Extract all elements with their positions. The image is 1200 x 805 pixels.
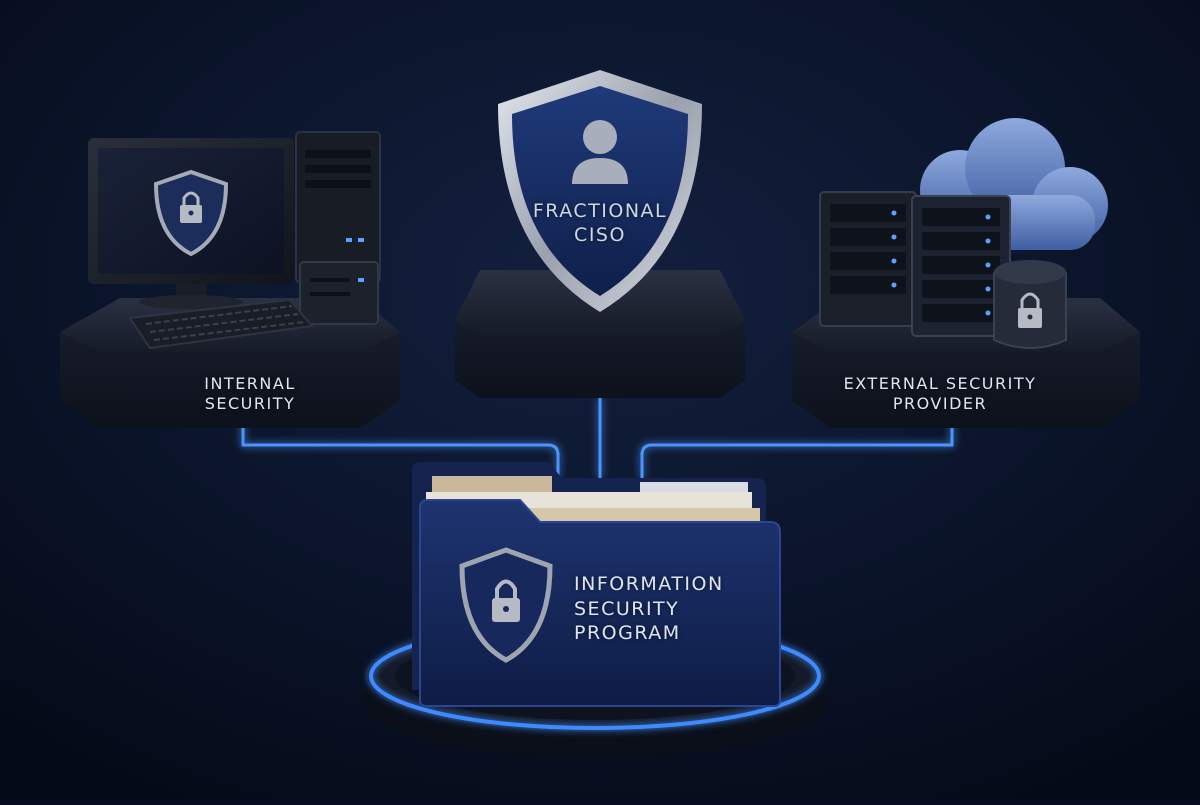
- label-line: SECURITY: [204, 394, 296, 413]
- label-line: PROGRAM: [574, 622, 681, 645]
- keyboard: [128, 298, 314, 350]
- label-line: SECURITY: [574, 597, 680, 620]
- tower-led: [358, 238, 364, 242]
- drive-bay: [305, 180, 371, 188]
- server-slot: [310, 278, 350, 282]
- server-rack-icon: [911, 195, 1011, 337]
- fractional-ciso-label: FRACTIONAL CISO: [500, 200, 700, 248]
- drive-bay: [305, 150, 371, 158]
- ciso-shield-inner: [512, 86, 688, 296]
- server-slot: [310, 292, 350, 296]
- label-line: PROVIDER: [892, 394, 988, 413]
- drive-bay: [305, 165, 371, 173]
- information-security-program-label: INFORMATION SECURITY PROGRAM: [574, 572, 744, 646]
- server-rack-icon: [819, 191, 917, 327]
- internal-security-label: INTERNAL SECURITY: [160, 374, 340, 414]
- label-line: FRACTIONAL: [532, 200, 668, 222]
- label-line: INTERNAL: [204, 374, 296, 393]
- label-line: EXTERNAL SECURITY: [843, 374, 1037, 393]
- connector-lines: [241, 398, 954, 478]
- server-led: [358, 278, 364, 282]
- fractional-ciso-node: [455, 70, 745, 398]
- tower-led: [346, 238, 352, 242]
- connector-internal: [241, 420, 560, 478]
- information-security-program-node: [363, 462, 827, 758]
- label-line: INFORMATION: [574, 573, 724, 595]
- external-security-provider-label: EXTERNAL SECURITY PROVIDER: [800, 374, 1080, 414]
- lock-shield-icon: [459, 547, 553, 663]
- database-lock-icon: [993, 260, 1067, 349]
- label-line: CISO: [574, 223, 626, 246]
- lock-shield-icon: [153, 169, 229, 257]
- internal-security-node: [60, 131, 400, 428]
- connector-external: [640, 420, 954, 478]
- person-icon: [572, 120, 628, 184]
- keyboard-keys: [145, 305, 305, 341]
- external-security-node: [792, 118, 1140, 428]
- monitor-stand: [139, 295, 243, 309]
